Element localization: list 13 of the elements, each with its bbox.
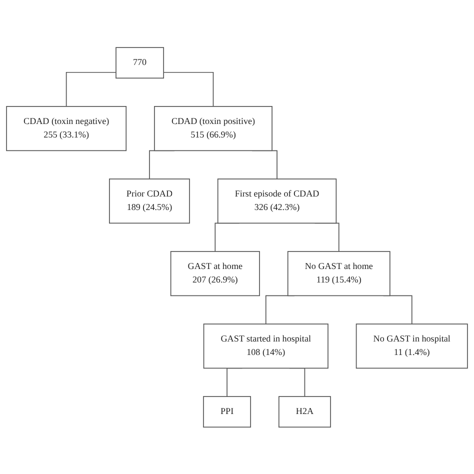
node-box: H2A [278,396,331,428]
connector [66,72,116,107]
node-box: PPI [203,396,251,428]
node-box: Prior CDAD 189 (24.5%) [109,178,190,224]
node-box: CDAD (toxin negative) 255 (33.1%) [6,106,127,151]
node-box: GAST started in hospital 108 (14%) [203,323,328,368]
node-box: 770 [116,46,164,78]
node-box: GAST at home 207 (26.9%) [170,250,260,296]
node-box: No GAST in hospital 11 (1.4%) [356,323,468,368]
node-box: First episode of CDAD 326 (42.3%) [217,178,337,224]
connector [163,72,214,107]
node-box: No GAST at home 119 (15.4%) [287,250,390,296]
node-box: CDAD (toxin positive) 515 (66.9%) [154,106,272,151]
